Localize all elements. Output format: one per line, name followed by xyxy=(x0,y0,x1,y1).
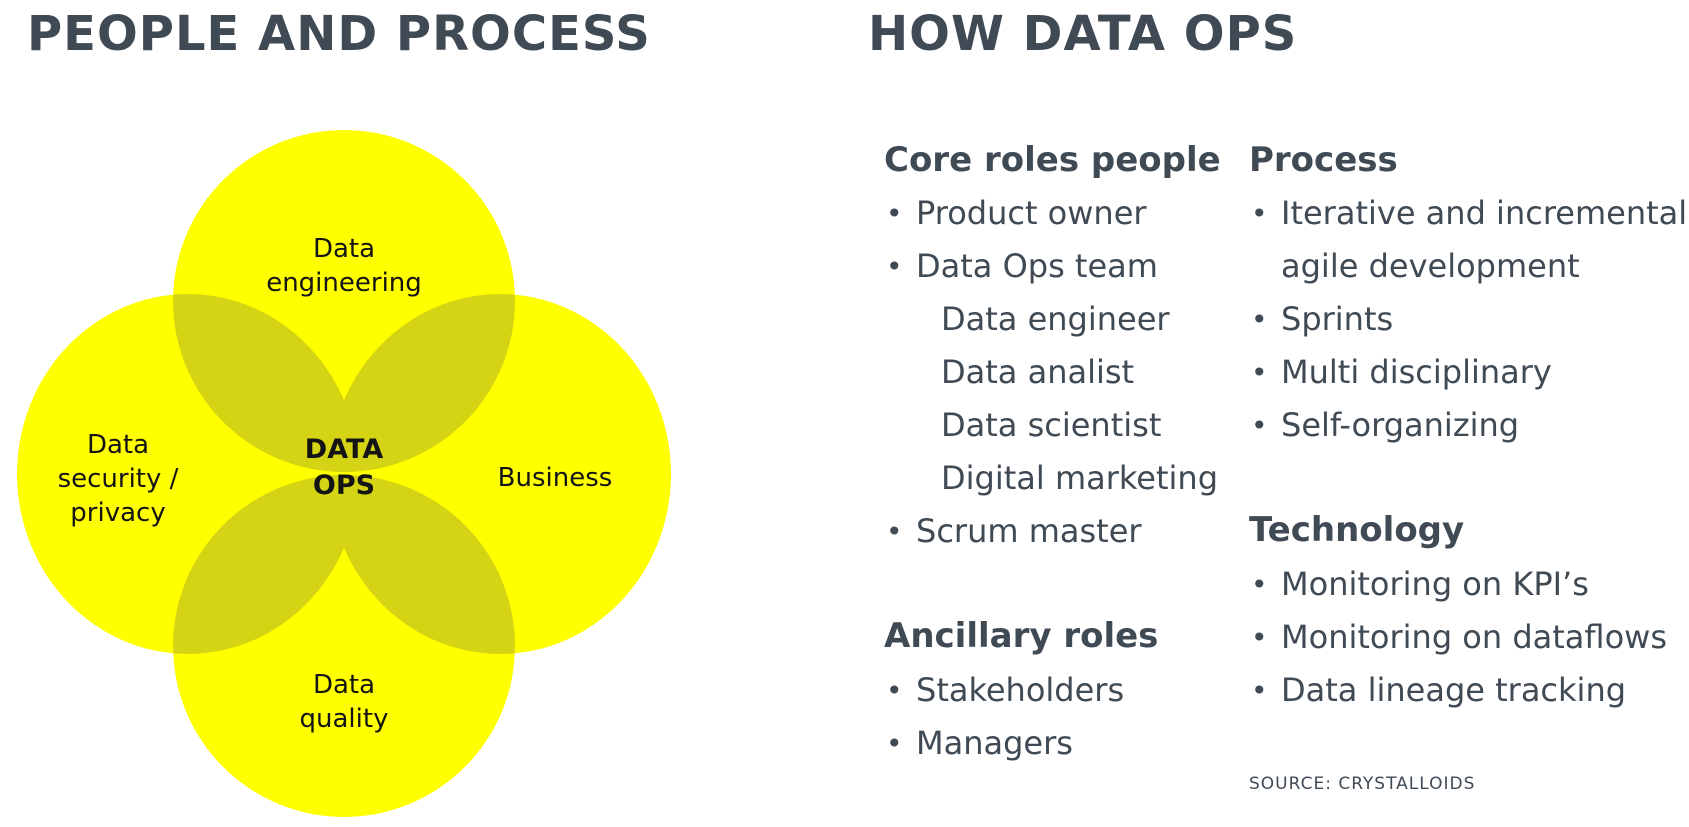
process-list: Iterative and incremental agile developm… xyxy=(1249,187,1687,452)
list-item: Data analist xyxy=(941,353,1135,391)
list-item: Product owner xyxy=(884,187,1218,240)
venn-overlap-bottom-left xyxy=(173,475,359,654)
process-title: Process xyxy=(1249,140,1398,180)
list-item: Iterative and incremental xyxy=(1249,187,1687,240)
list-item: Scrum master xyxy=(884,505,1218,558)
list-item: Data scientist xyxy=(941,406,1162,444)
list-item: Digital marketing xyxy=(941,459,1218,497)
list-item: Self-organizing xyxy=(1249,399,1687,452)
list-item: Stakeholders xyxy=(884,664,1124,717)
core-roles-list: Product owner Data Ops team Data enginee… xyxy=(884,187,1218,558)
source-credit: SOURCE: CRYSTALLOIDS xyxy=(1249,774,1476,794)
title-people-and-process: PEOPLE AND PROCESS xyxy=(27,6,651,62)
venn-label-left: Data security / privacy xyxy=(57,430,179,528)
venn-overlap-top-left xyxy=(173,294,359,472)
list-item: Managers xyxy=(884,717,1124,770)
list-item: Multi disciplinary xyxy=(1249,346,1687,399)
core-roles-title: Core roles people xyxy=(884,140,1221,180)
venn-label-right: Business xyxy=(497,463,613,493)
title-how-data-ops: HOW DATA OPS xyxy=(868,6,1298,62)
ancillary-roles-title: Ancillary roles xyxy=(884,616,1159,656)
technology-list: Monitoring on KPI’s Monitoring on datafl… xyxy=(1249,558,1667,717)
venn-overlap-top-right xyxy=(329,294,515,472)
list-item: Data engineer xyxy=(941,300,1170,338)
ancillary-roles-list: Stakeholders Managers xyxy=(884,664,1124,770)
list-item: agile development xyxy=(1281,247,1580,285)
list-item: Sprints xyxy=(1249,293,1687,346)
list-item: Monitoring on KPI’s xyxy=(1249,558,1667,611)
venn-diagram xyxy=(17,130,671,817)
venn-label-center: DATA OPS xyxy=(304,434,384,501)
list-item: Monitoring on dataflows xyxy=(1249,611,1667,664)
list-item: Data Ops team xyxy=(884,240,1218,293)
list-item: Data lineage tracking xyxy=(1249,664,1667,717)
venn-label-top: Data engineering xyxy=(266,234,422,298)
venn-overlap-bottom-right xyxy=(329,475,515,654)
venn-label-bottom: Data quality xyxy=(299,670,389,734)
technology-title: Technology xyxy=(1249,510,1465,550)
